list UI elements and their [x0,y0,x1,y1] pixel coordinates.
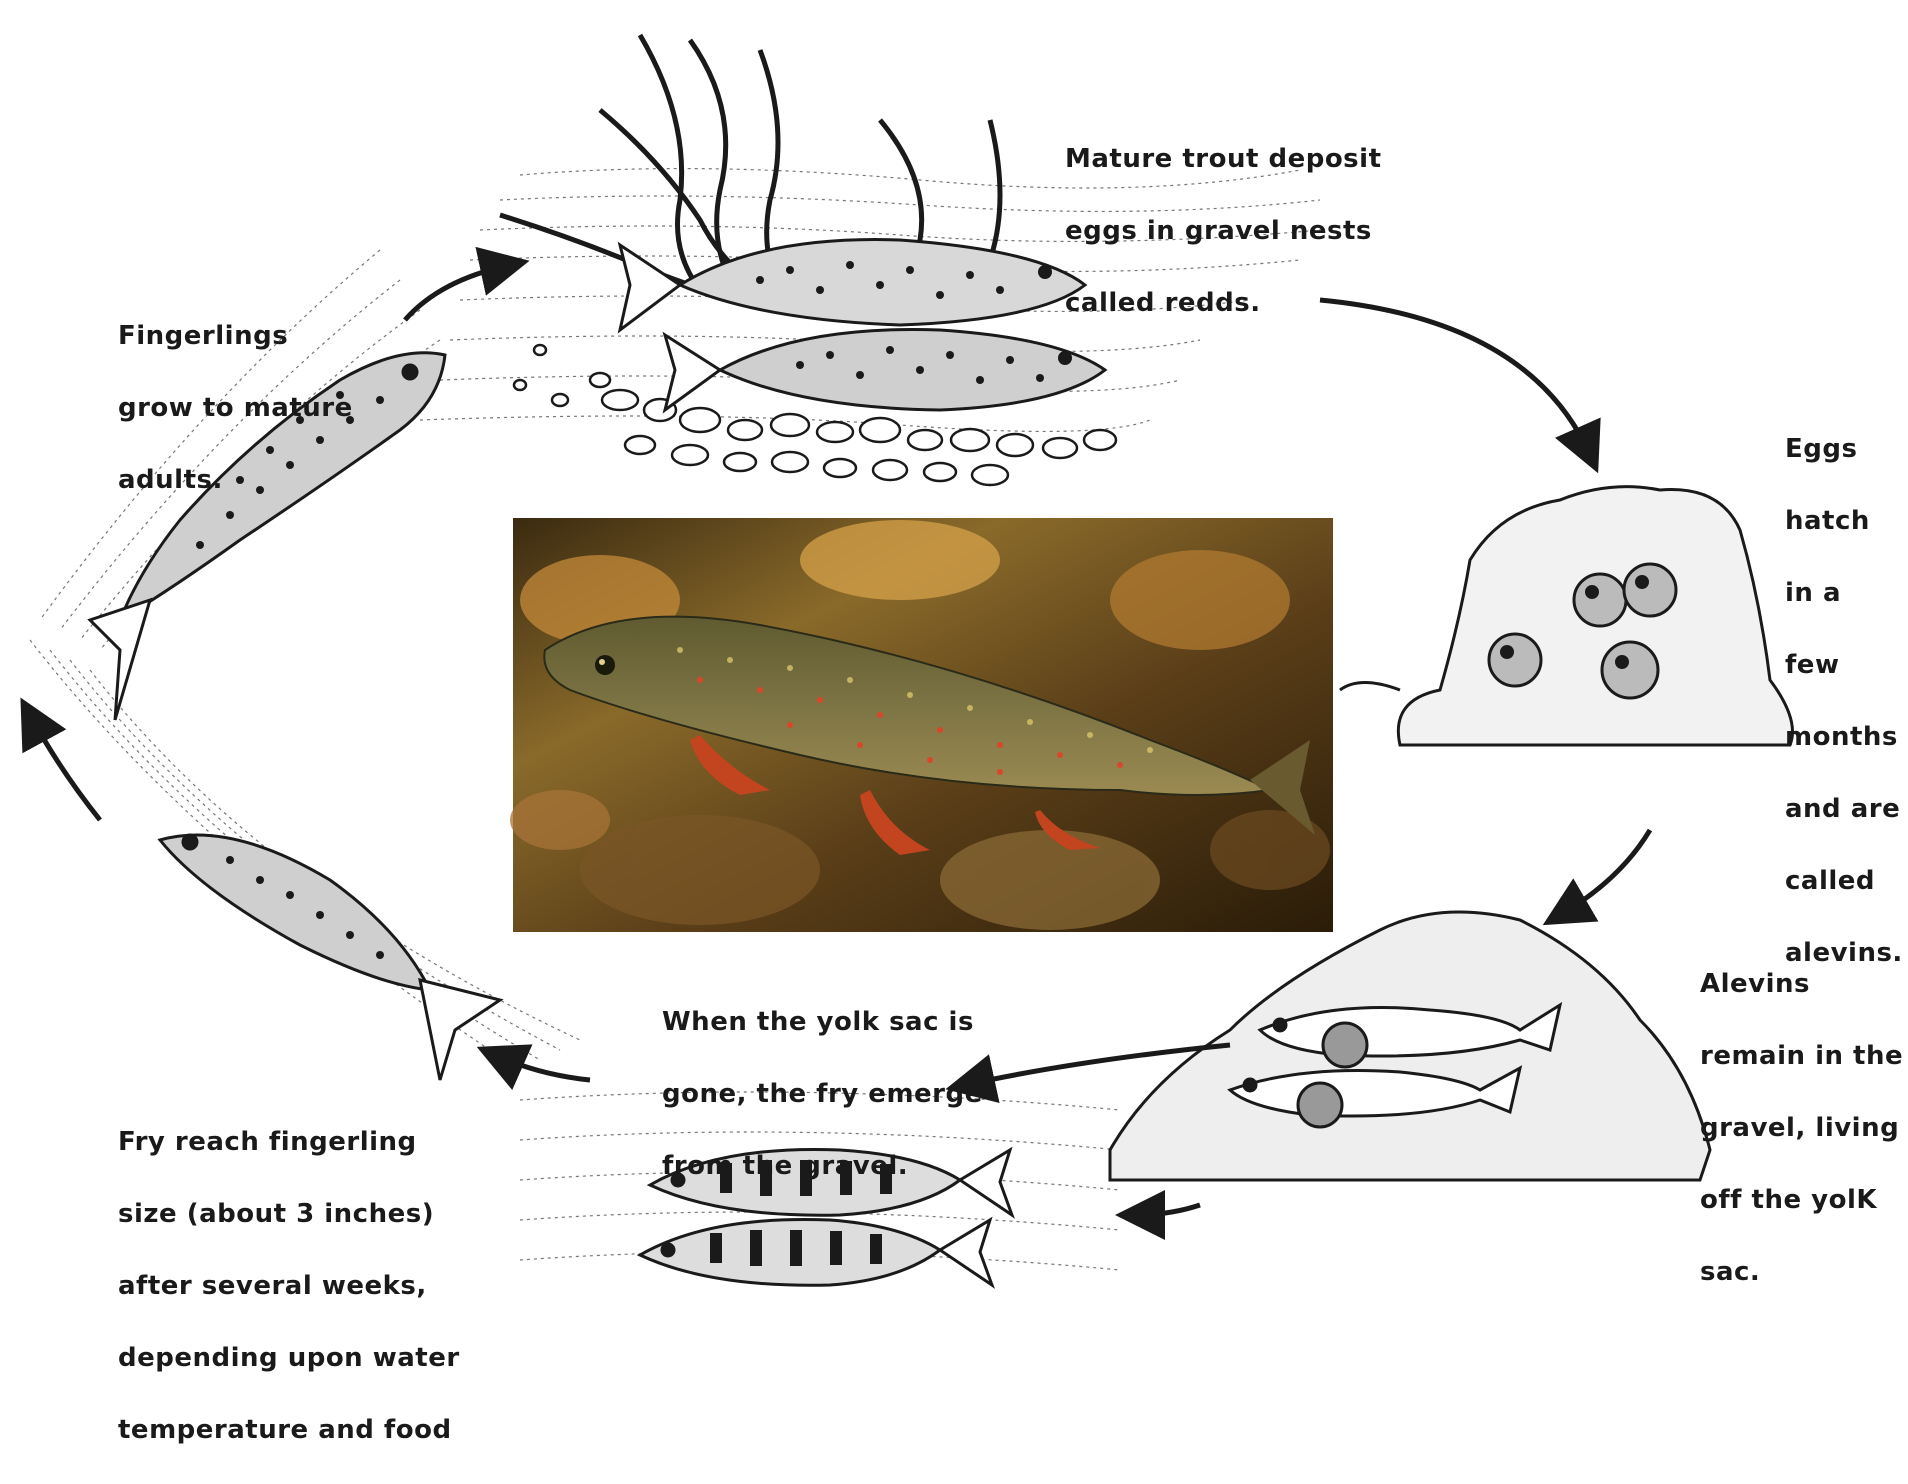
brook-trout-photo [510,518,1333,932]
caption-alevins: Alevins remain in the gravel, living off… [1700,930,1903,1326]
caption-line: depending upon water [118,1340,460,1376]
eggs-illustration [1340,487,1793,745]
caption-line: adults. [118,462,353,498]
caption-line: few [1785,647,1903,683]
caption-line: called redds. [1065,285,1382,321]
trout-life-cycle-diagram: Mature trout deposit eggs in gravel nest… [0,0,1908,1312]
egg [1574,574,1626,626]
spawning-trout-upper [620,240,1085,330]
arrow-alevins-to-fry-small [1135,1205,1200,1215]
caption-line: months [1785,719,1903,755]
arrow-fry-to-fingerling [495,1055,590,1080]
caption-line: in a [1785,575,1903,611]
fingerling-illustration [160,835,500,1080]
caption-spawning: Mature trout deposit eggs in gravel nest… [1065,105,1382,357]
caption-line: size (about 3 inches) [118,1196,460,1232]
egg [1624,564,1676,616]
caption-line: and are [1785,791,1903,827]
caption-line: hatch [1785,503,1903,539]
caption-line: eggs in gravel nests [1065,213,1382,249]
arrow-fingerling-to-adult [30,715,100,820]
caption-line: Mature trout deposit [1065,141,1382,177]
caption-line: grow to mature [118,390,353,426]
caption-fry-emerge: When the yolk sac is gone, the fry emerg… [662,968,983,1220]
caption-line: sac. [1700,1254,1903,1290]
caption-eggs: Eggs hatch in a few months and are calle… [1785,395,1903,1007]
egg [1602,642,1658,698]
egg [1489,634,1541,686]
caption-line: Fry reach fingerling [118,1124,460,1160]
caption-line: remain in the [1700,1038,1903,1074]
fry-fish-lower [640,1219,992,1285]
caption-line: Eggs [1785,431,1903,467]
spawning-trout-lower [665,330,1105,411]
spawning-trout-illustration [500,35,1116,485]
caption-line: gone, the fry emerge [662,1076,983,1112]
arrow-eggs-to-alevins [1560,830,1650,915]
caption-line: gravel, living [1700,1110,1903,1146]
caption-line: When the yolk sac is [662,1004,983,1040]
caption-fingerling: Fry reach fingerling size (about 3 inche… [118,1088,460,1484]
arrow-adult-to-spawn [405,265,510,320]
caption-line: from the gravel. [662,1148,983,1184]
caption-line: Alevins [1700,966,1903,1002]
caption-adults: Fingerlings grow to mature adults. [118,282,353,534]
caption-line: Fingerlings [118,318,353,354]
caption-line: called [1785,863,1903,899]
caption-line: after several weeks, [118,1268,460,1304]
caption-line: temperature and food [118,1412,460,1448]
caption-line: off the yolK [1700,1182,1903,1218]
